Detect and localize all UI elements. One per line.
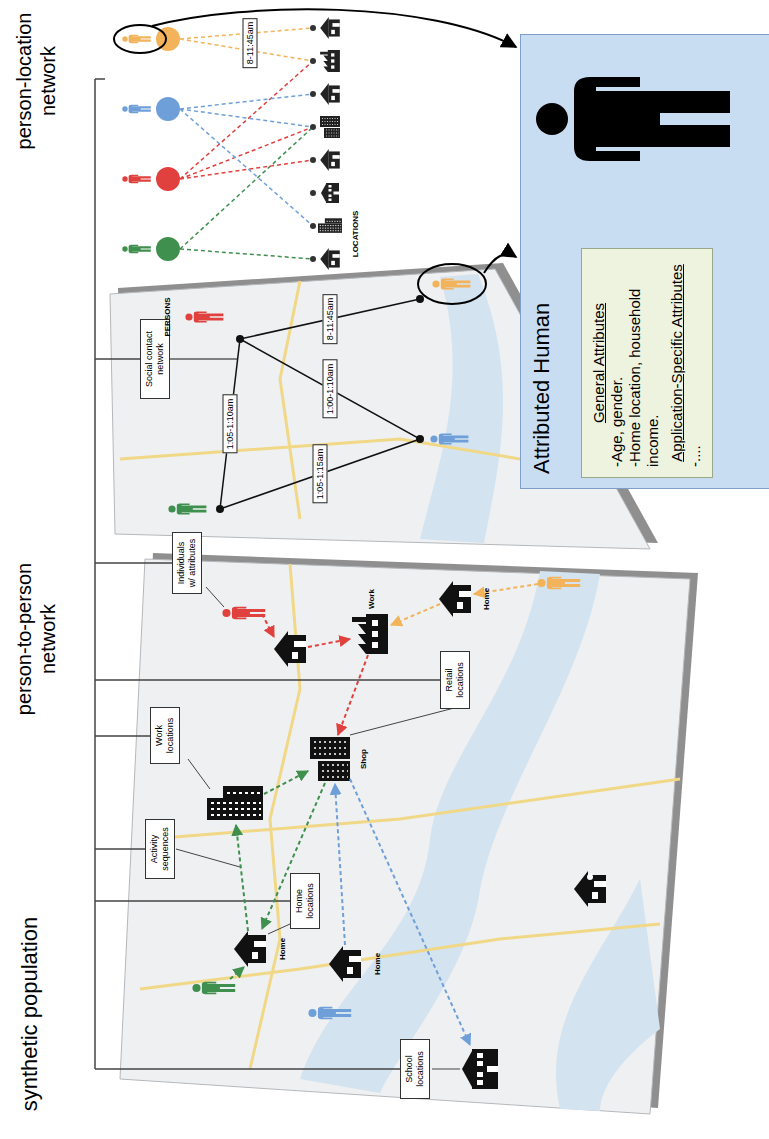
node-text: Application-Specific Attributes — [668, 259, 686, 467]
node-text: -Age, gender. — [608, 259, 626, 467]
label-box: Home locations — [290, 873, 320, 929]
map-label: Home — [278, 938, 288, 960]
label-box: Individuals w/ attributes — [172, 532, 202, 594]
map-label: Shop — [359, 749, 369, 769]
node-text: Social contact network — [144, 323, 166, 395]
label-box: School locations — [400, 1039, 430, 1099]
map-label: PERSONS — [163, 297, 173, 336]
node-text: General Attributes — [590, 259, 608, 467]
map-label: Home — [482, 588, 492, 610]
label-box: Activity sequences — [145, 819, 175, 879]
label-box: Retail locations — [440, 651, 470, 709]
time-label: 1:05-1:15am — [313, 445, 328, 504]
panel-title: person-location network — [12, 6, 60, 156]
map-label: Home — [373, 953, 383, 975]
label-box: Work locations — [150, 707, 180, 764]
time-label: 1:00-1:10am — [323, 360, 338, 419]
panel-title: synthetic population — [17, 917, 43, 1111]
time-label: 8-11:45am — [323, 294, 338, 344]
time-label: 1:05-1:10am — [223, 395, 238, 454]
node-text: Activity sequences — [149, 823, 171, 875]
node-text: Work locations — [154, 711, 176, 760]
attributed-human-box: Attributed Human General Attributes-Age, … — [520, 34, 769, 489]
map-label: Work — [367, 589, 377, 609]
node-text: Home locations — [294, 877, 316, 925]
attributes-box: General Attributes-Age, gender.-Home loc… — [581, 248, 713, 478]
node-text: -.... — [686, 259, 704, 467]
node-text: School locations — [404, 1043, 426, 1095]
node-text: -Home location, household income. — [626, 259, 662, 467]
node-text: Attributed Human — [529, 303, 555, 474]
panel-title: person-to-person network — [12, 554, 60, 724]
map-label: LOCATIONS — [351, 211, 361, 258]
node-text: Retail locations — [444, 655, 466, 705]
node-text: Individuals w/ attributes — [176, 536, 198, 590]
time-label: 8-11:45am — [243, 18, 258, 68]
